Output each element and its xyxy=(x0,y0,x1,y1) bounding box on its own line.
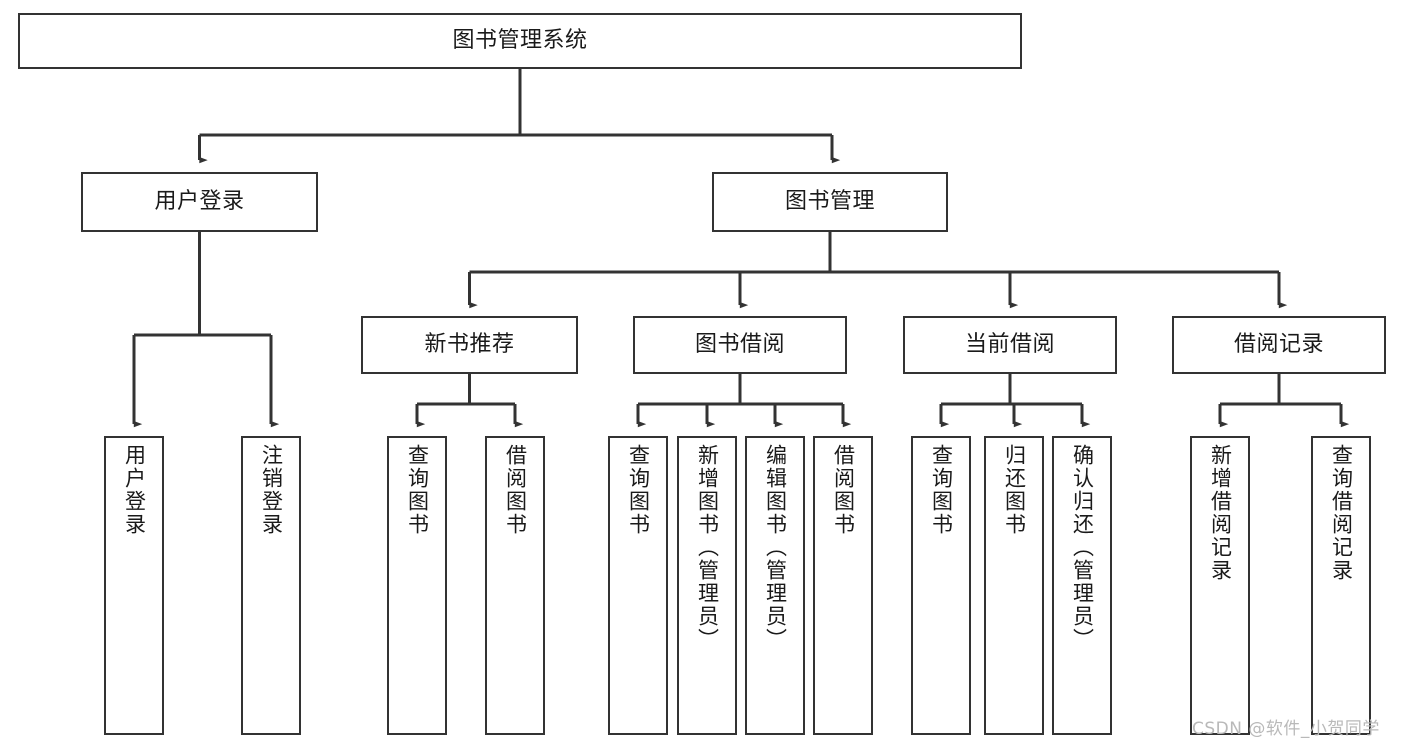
leaf-recommend-borrow-book[interactable]: 借阅图书 xyxy=(485,436,545,735)
leaf-borrow-add-book-label: 新增图书（管理员） xyxy=(695,444,720,651)
leaf-current-return-book-label: 归还图书 xyxy=(1002,444,1027,536)
node-current-borrow[interactable]: 当前借阅 xyxy=(903,316,1117,374)
leaf-current-query-book[interactable]: 查询图书 xyxy=(911,436,971,735)
node-book-management[interactable]: 图书管理 xyxy=(712,172,948,232)
node-current-borrow-label: 当前借阅 xyxy=(964,332,1055,358)
leaf-record-query-label: 查询借阅记录 xyxy=(1329,444,1354,582)
node-root-label: 图书管理系统 xyxy=(452,28,588,54)
leaf-borrow-query-book[interactable]: 查询图书 xyxy=(608,436,668,735)
node-user-login-label: 用户登录 xyxy=(154,189,245,215)
leaf-borrow-edit-book[interactable]: 编辑图书（管理员） xyxy=(745,436,805,735)
leaf-record-query[interactable]: 查询借阅记录 xyxy=(1311,436,1371,735)
node-new-book-recommend-label: 新书推荐 xyxy=(424,332,515,358)
node-new-book-recommend[interactable]: 新书推荐 xyxy=(361,316,578,374)
leaf-user-login[interactable]: 用户登录 xyxy=(104,436,164,735)
node-book-management-label: 图书管理 xyxy=(784,189,875,215)
leaf-user-login-label: 用户登录 xyxy=(122,444,147,536)
leaf-record-add-label: 新增借阅记录 xyxy=(1208,444,1233,582)
leaf-borrow-borrow-book[interactable]: 借阅图书 xyxy=(813,436,873,735)
node-book-borrow[interactable]: 图书借阅 xyxy=(633,316,847,374)
node-borrow-record[interactable]: 借阅记录 xyxy=(1172,316,1386,374)
leaf-borrow-query-book-label: 查询图书 xyxy=(626,444,651,536)
leaf-current-confirm-return-label: 确认归还（管理员） xyxy=(1070,444,1095,651)
leaf-borrow-edit-book-label: 编辑图书（管理员） xyxy=(763,444,788,651)
leaf-user-logout-label: 注销登录 xyxy=(259,444,284,536)
node-user-login[interactable]: 用户登录 xyxy=(81,172,318,232)
leaf-recommend-borrow-book-label: 借阅图书 xyxy=(503,444,528,536)
leaf-current-return-book[interactable]: 归还图书 xyxy=(984,436,1044,735)
leaf-user-logout[interactable]: 注销登录 xyxy=(241,436,301,735)
leaf-borrow-borrow-book-label: 借阅图书 xyxy=(831,444,856,536)
node-book-borrow-label: 图书借阅 xyxy=(694,332,785,358)
leaf-borrow-add-book[interactable]: 新增图书（管理员） xyxy=(677,436,737,735)
node-root[interactable]: 图书管理系统 xyxy=(18,13,1022,69)
leaf-recommend-query-book-label: 查询图书 xyxy=(405,444,430,536)
node-borrow-record-label: 借阅记录 xyxy=(1233,332,1324,358)
leaf-recommend-query-book[interactable]: 查询图书 xyxy=(387,436,447,735)
leaf-current-confirm-return[interactable]: 确认归还（管理员） xyxy=(1052,436,1112,735)
leaf-current-query-book-label: 查询图书 xyxy=(929,444,954,536)
leaf-record-add[interactable]: 新增借阅记录 xyxy=(1190,436,1250,735)
